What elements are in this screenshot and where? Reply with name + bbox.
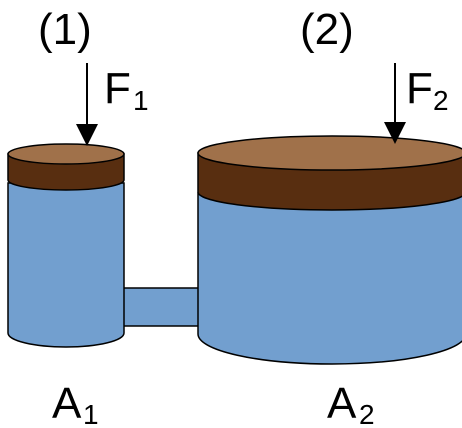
- area-1-subscript: 1: [83, 399, 99, 428]
- force-2-label: F: [406, 64, 433, 113]
- area-1-label: A: [52, 379, 82, 428]
- small-cylinder: [7, 143, 125, 348]
- area-2-label: A: [327, 379, 357, 428]
- large-piston-top: [197, 135, 462, 171]
- large-cylinder: [197, 135, 462, 365]
- small-cylinder-body: [7, 182, 125, 348]
- force-1-subscript: 1: [133, 85, 149, 116]
- piston-2-label: (2): [300, 5, 354, 54]
- small-piston-top: [7, 143, 125, 165]
- force-2-subscript: 2: [433, 85, 449, 116]
- connecting-pipe: [119, 287, 205, 327]
- force-1-label: F: [104, 64, 131, 113]
- force-arrow-1: [76, 63, 98, 146]
- large-cylinder-body: [197, 192, 462, 365]
- area-2-subscript: 2: [359, 399, 375, 428]
- piston-1-label: (1): [38, 5, 92, 54]
- force-arrow-2: [384, 63, 406, 144]
